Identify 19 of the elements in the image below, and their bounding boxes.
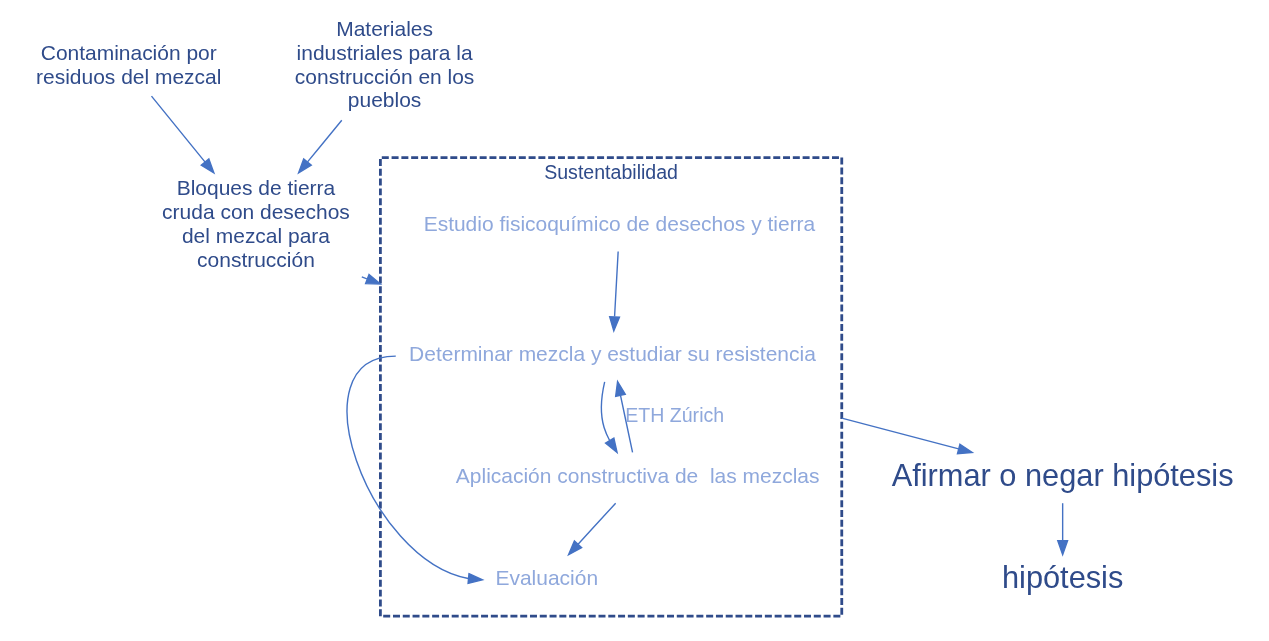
node-text: Bloques de tierra cruda con desechos del mezcal para construcción <box>162 176 350 271</box>
node-text: Determinar mezcla y estudiar su resistencia <box>409 342 816 366</box>
edge-label: ETH Zúrich <box>625 404 725 427</box>
arrow <box>567 502 617 557</box>
node-text: Contaminación por residuos del mezcal <box>36 40 222 88</box>
node-text: Estudio fisicoquímico de desechos y tierra <box>423 212 816 236</box>
arrow <box>1056 502 1069 557</box>
node-text: hipótesis <box>1001 559 1124 595</box>
arrow <box>297 119 343 175</box>
node-text: Evaluación <box>495 565 599 589</box>
node-text: Materiales industriales para la construcción en los pueblos <box>294 16 475 112</box>
arrow <box>600 381 619 455</box>
arrow <box>614 379 634 454</box>
arrow <box>608 250 621 334</box>
arrow <box>346 355 485 585</box>
node-text: Afirmar o negar hipótesis <box>891 457 1234 493</box>
arrow <box>841 417 975 455</box>
arrow <box>150 95 216 175</box>
node-text: Aplicación constructiva de las mezclas <box>455 463 820 487</box>
